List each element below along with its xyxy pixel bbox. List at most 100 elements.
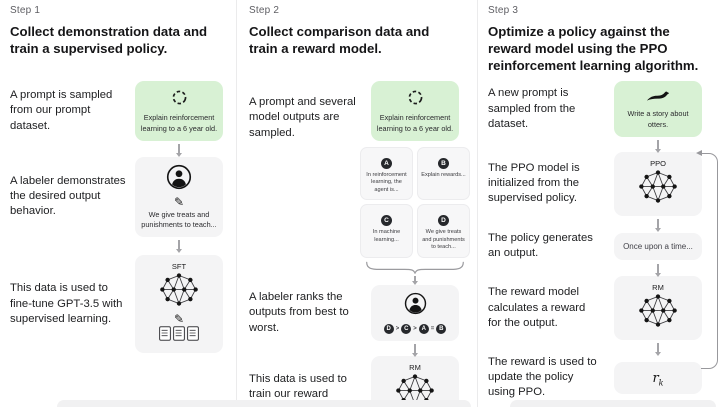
output-letter-badge: A [381,157,392,169]
output-card-text: In reinforcement learning, the agent is.… [366,171,407,193]
step3-prompt-text: A new prompt is sampled from the dataset… [488,87,576,130]
step2-sample-row: A prompt and several model outputs are s… [249,81,473,283]
step3-rm-row: The reward model calculates a reward for… [488,276,716,341]
step2-arrow-row [249,342,473,355]
step2-column: Step 2 Collect comparison data and train… [236,0,477,407]
step3-ppo-box: PPO [614,151,702,216]
sft-model-label: SFT [171,262,187,272]
output-card-c: C In machine learning... [360,204,413,258]
step1-prompt-text: A prompt is sampled from our prompt data… [10,89,113,132]
cropped-box-top [510,400,716,407]
curly-brace-icon [363,261,467,274]
reward-symbol: rk [652,370,664,388]
step3-prompt-box-text: Write a story about otters. [627,109,689,129]
down-arrow-icon [178,240,180,250]
step3-output-row: The policy generates an output. Once upo… [488,231,716,261]
output-card-text: In machine learning... [372,229,401,243]
down-arrow-icon [657,218,659,228]
step2-sample-text: A prompt and several model outputs are s… [249,96,356,139]
step1-labeler-fig: ✎ We give treats and punishments to teac… [126,156,232,238]
step2-rank-row: A labeler ranks the outputs from best to… [249,285,473,341]
step1-labeler-box: ✎ We give treats and punishments to teac… [135,156,223,238]
step1-labeler-caption: We give treats and punishments to teach.… [141,209,217,229]
step3-reward-box: rk [614,361,702,395]
step2-rm-row: This data is used to train our reward mo… [249,356,473,407]
otter-silhouette-icon [646,90,670,102]
step2-prompt-box: Explain reinforcement learning to a 6 ye… [371,81,459,141]
output-card-text: We give treats and punishments to teach.… [422,229,465,251]
step2-rm-fig: RM D > C > A = B [357,356,473,407]
step3-output-box: Once upon a time... [614,232,702,260]
pencil-icon: ✎ [173,194,185,209]
step2-labeler-box: D > C > A = B [371,285,459,341]
step2-label: Step 2 [249,5,280,16]
step2-rank-text: A labeler ranks the outputs from best to… [249,291,349,334]
step3-reward-calc-text: The reward model calculates a reward for… [488,286,586,329]
step3-reward-fig: rk [600,361,716,395]
down-arrow-icon [414,276,416,281]
ppo-model-label: PPO [650,158,666,168]
step3-rm-box: RM [614,276,702,341]
step1-prompt-fig: Explain reinforcement learning to a 6 ye… [126,81,232,141]
model-outputs-grid: A In reinforcement learning, the agent i… [360,146,470,258]
step1-labeler-row: A labeler demonstrates the desired outpu… [10,156,232,238]
step3-ppo-row: The PPO model is initialized from the su… [488,151,716,216]
step2-rank-fig: D > C > A = B [357,285,473,341]
step1-sft-box: SFT ✎ [135,255,223,354]
rm-model-label: RM [409,363,421,372]
step3-ppo-fig: PPO [600,151,716,216]
step3-generate-text: The policy generates an output. [488,231,593,259]
step1-sft-row: This data is used to fine-tune GPT-3.5 w… [10,255,232,354]
step1-arrow2-row [10,238,232,251]
rank-separator: = [430,326,435,332]
step2-rm-box: RM D > C > A = B [371,356,459,407]
down-arrow-icon [414,344,416,353]
step3-reward-row: The reward is used to update the policy … [488,355,716,400]
rank-badge: A [418,324,429,334]
step2-heading: Collect comparison data and train a rewa… [249,24,430,57]
step1-sft-fig: SFT ✎ [126,255,232,354]
three-documents-icon [159,326,199,341]
rank-badge: B [436,324,447,334]
output-card-text: Explain rewards... [421,171,466,178]
step1-prompt-box: Explain reinforcement learning to a 6 ye… [135,81,223,141]
step3-rm-fig: RM [600,276,716,341]
step3-prompt-row: A new prompt is sampled from the dataset… [488,81,716,137]
output-letter-badge: B [438,157,449,169]
output-letter-badge: C [381,215,392,227]
step1-prompt-row: A prompt is sampled from our prompt data… [10,81,232,141]
output-card-b: B Explain rewards... [417,146,470,201]
cropped-box-top [57,400,471,407]
rm-model-label: RM [652,283,664,293]
feedback-loop-arrow-icon [695,150,718,369]
dashed-circle-icon [171,89,188,106]
output-card-d: D We give treats and punishments to teac… [417,204,470,258]
dashed-circle-icon [407,89,424,106]
neural-network-icon [635,293,681,328]
step3-update-text: The reward is used to update the policy … [488,356,597,399]
person-in-circle-icon [404,292,427,315]
output-card-a: A In reinforcement learning, the agent i… [360,146,413,201]
step1-heading: Collect demonstration data and train a s… [10,24,208,57]
step3-label: Step 3 [488,5,519,16]
step2-sample-fig: Explain reinforcement learning to a 6 ye… [357,81,473,283]
step3-heading: Optimize a policy against the reward mod… [488,24,699,74]
step1-labeler-text: A labeler demonstrates the desired outpu… [10,175,126,218]
step3-output-fig: Once upon a time... [600,232,716,260]
rank-separator: > [395,326,400,332]
neural-network-icon [635,169,681,204]
rank-badge: C [401,324,412,334]
down-arrow-icon [178,143,180,153]
step2-prompt-box-text: Explain reinforcement learning to a 6 ye… [376,113,454,133]
step1-prompt-box-text: Explain reinforcement learning to a 6 ye… [140,113,218,133]
step3-column: Step 3 Optimize a policy against the rew… [477,0,720,407]
rank-badge: D [383,324,394,334]
step3-init-text: The PPO model is initialized from the su… [488,162,580,205]
step1-arrow1-row [10,142,232,155]
step1-label: Step 1 [10,5,41,16]
neural-network-icon [156,272,202,307]
step3-prompt-box: Write a story about otters. [614,81,702,137]
pencil-icon: ✎ [173,312,185,327]
step3-prompt-fig: Write a story about otters. [600,81,716,137]
